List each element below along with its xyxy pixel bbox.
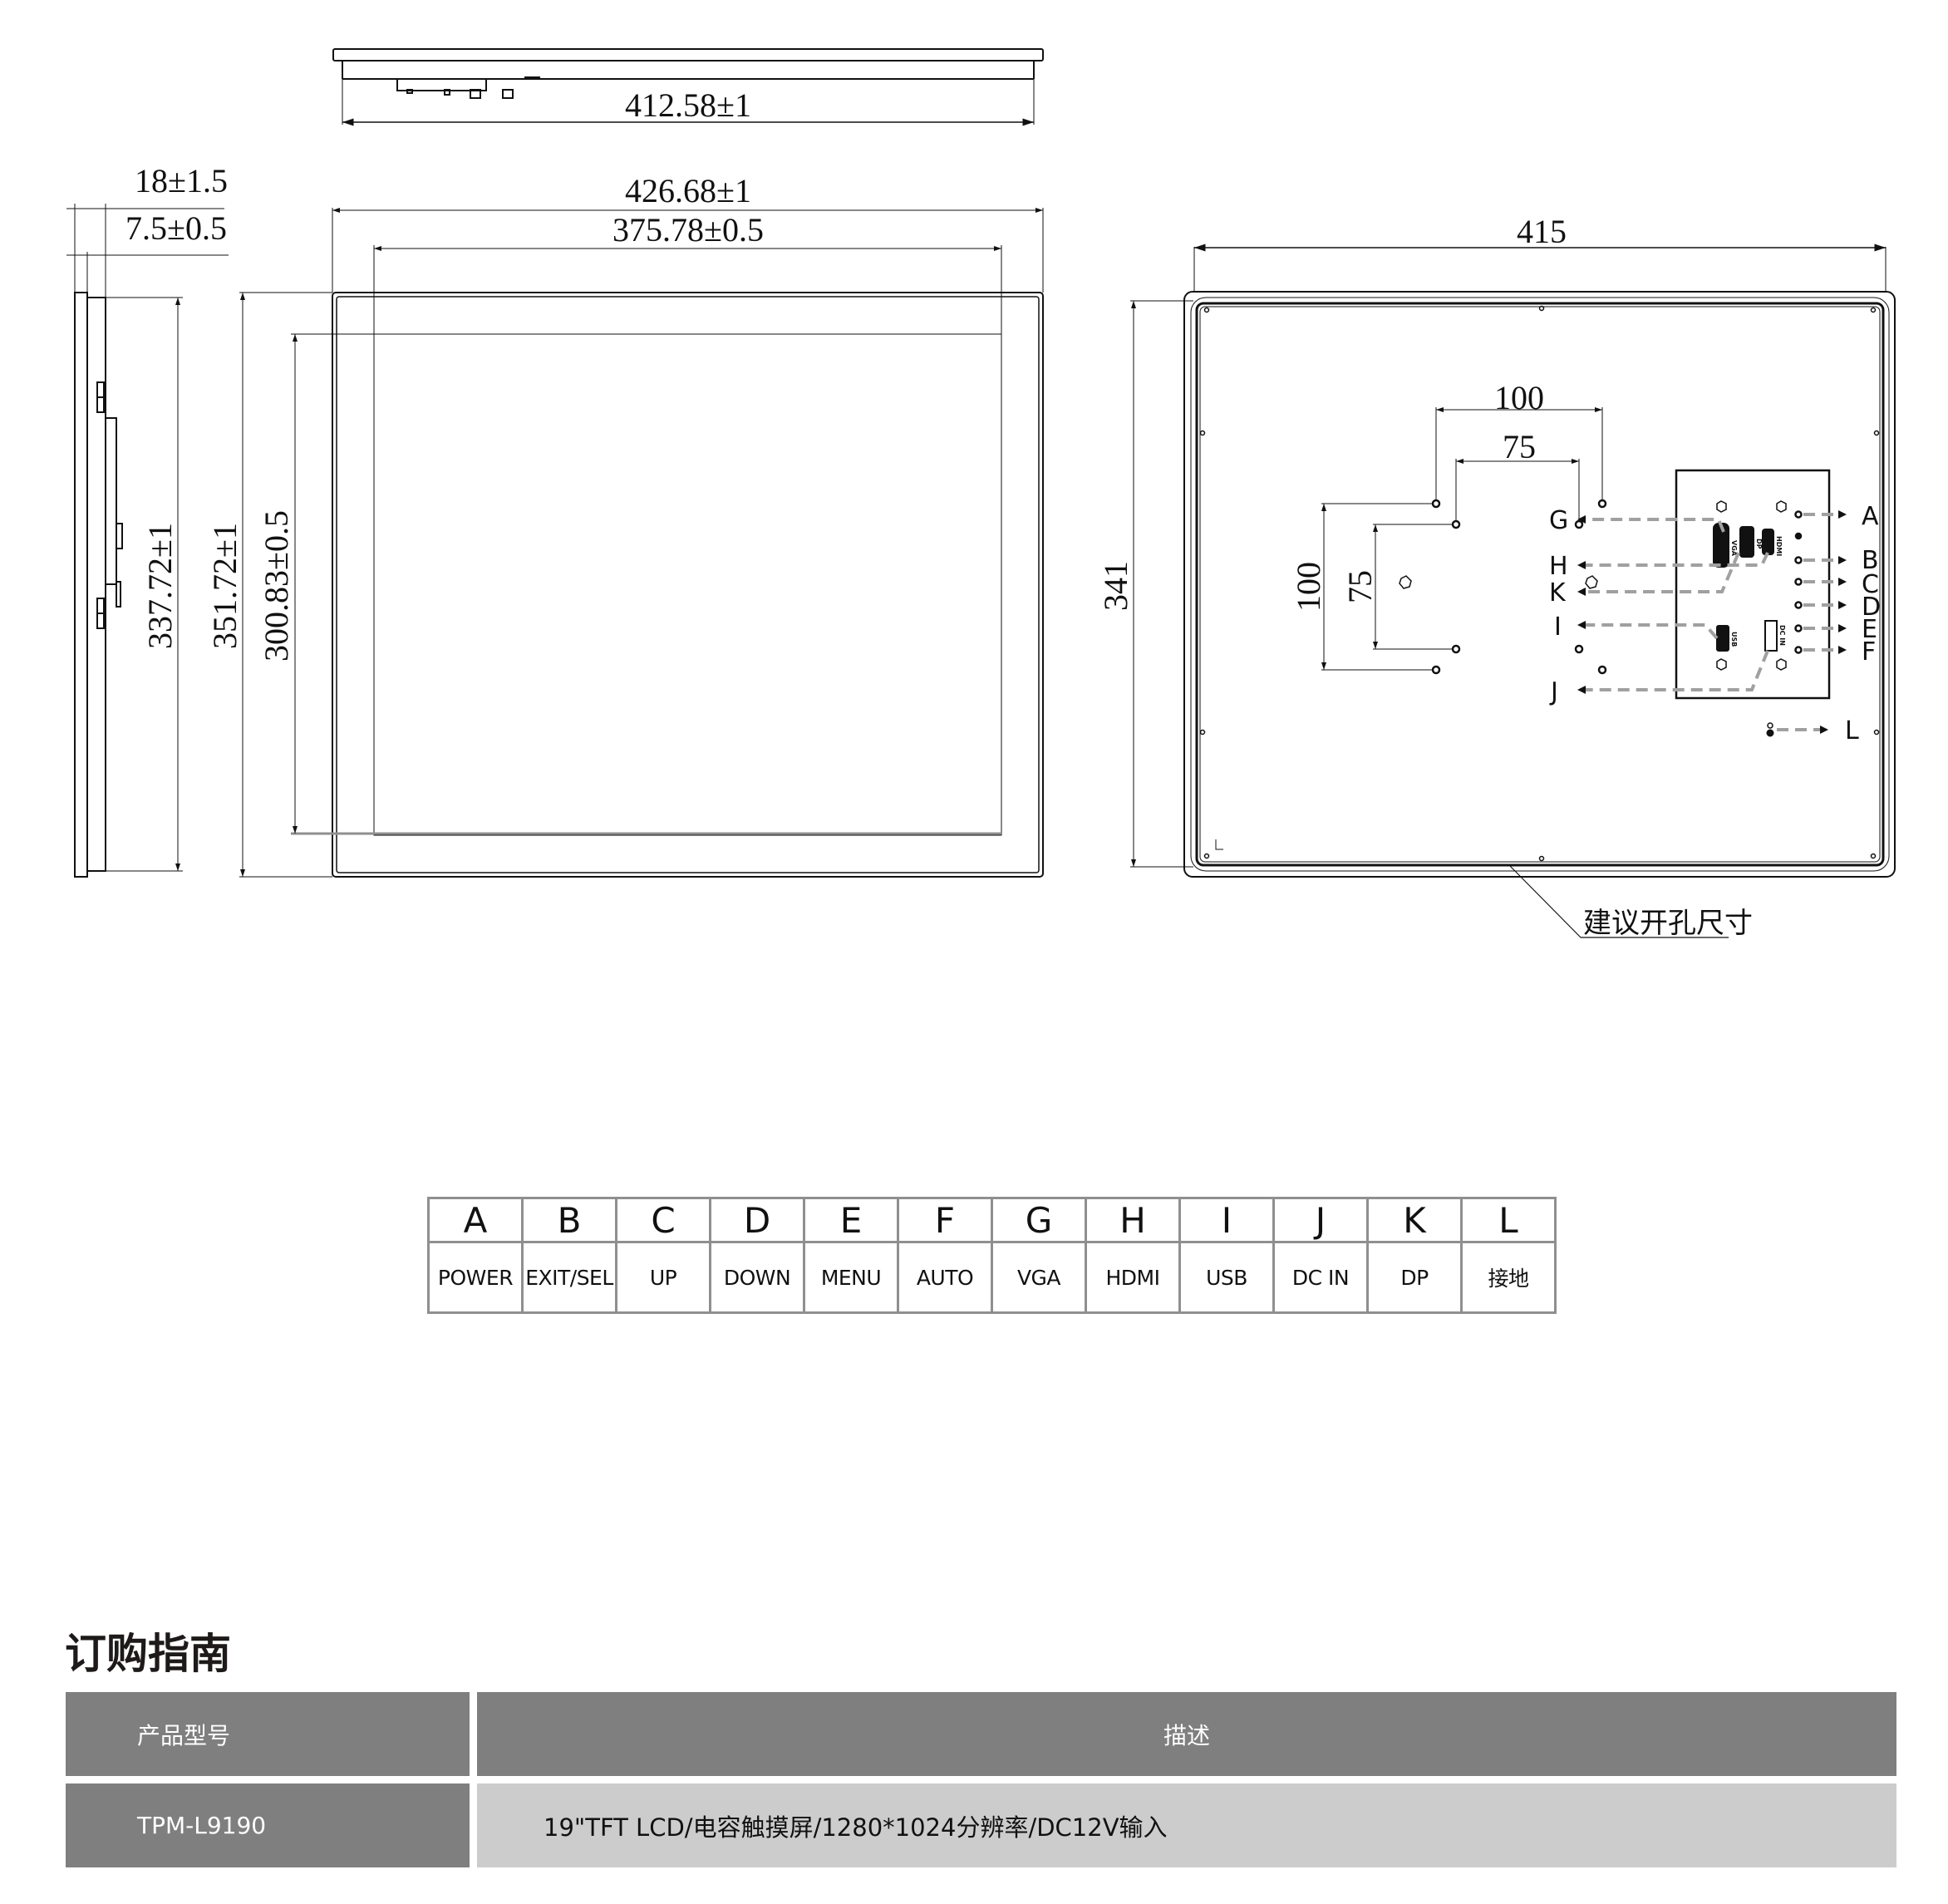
legend-name-row: POWER EXIT/SEL UP DOWN MENU AUTO VGA HDM…	[427, 1241, 1557, 1314]
vesa-h-outer-label: 100	[1494, 379, 1544, 416]
top-width-label: 412.58±1	[625, 86, 751, 124]
legend-name: USB	[1178, 1241, 1275, 1314]
callout-D: D	[1862, 593, 1881, 622]
vesa-h-inner-label: 75	[1503, 428, 1536, 465]
legend-key: J	[1272, 1197, 1369, 1243]
legend-key: I	[1178, 1197, 1275, 1243]
legend-key: E	[803, 1197, 899, 1243]
technical-drawing: 412.58±1 18±1.5 7.5±0.5 337.72±1	[66, 48, 1896, 940]
legend-name: 接地	[1460, 1241, 1557, 1314]
legend-key: H	[1085, 1197, 1181, 1243]
legend-key-row: A B C D E F G H I J K L	[427, 1197, 1557, 1243]
dp-marking: DP	[1755, 539, 1763, 549]
cutout-note-leader	[1509, 865, 1729, 938]
callout-K: K	[1549, 578, 1567, 608]
side-depth-label: 18±1.5	[135, 162, 228, 199]
legend-name: AUTO	[897, 1241, 993, 1314]
legend-name: DP	[1366, 1241, 1463, 1314]
legend-name: UP	[615, 1241, 711, 1314]
model-cell: TPM-L9190	[66, 1783, 470, 1867]
legend-name: HDMI	[1085, 1241, 1181, 1314]
top-view	[332, 48, 1044, 126]
side-bezel-label: 7.5±0.5	[125, 209, 227, 247]
legend-name: POWER	[427, 1241, 524, 1314]
legend-key: F	[897, 1197, 993, 1243]
model-header: 产品型号	[66, 1692, 470, 1776]
legend-key: B	[521, 1197, 617, 1243]
front-overall-width-label: 426.68±1	[625, 172, 751, 209]
callout-L: L	[1845, 716, 1859, 745]
callout-B: B	[1862, 546, 1879, 575]
cutout-width-label: 415	[1517, 213, 1567, 250]
front-display-width-label: 375.78±0.5	[612, 211, 764, 248]
legend-key: G	[991, 1197, 1087, 1243]
callout-F: F	[1862, 637, 1876, 667]
vesa-v-inner-label: 75	[1341, 570, 1379, 603]
legend-name: VGA	[991, 1241, 1087, 1314]
callout-E: E	[1862, 615, 1877, 644]
callout-leaders	[1586, 513, 1838, 731]
description-cell: 19"TFT LCD/电容触摸屏/1280*1024分辨率/DC12V输入	[477, 1783, 1896, 1867]
front-view	[239, 208, 1044, 878]
legend-name: MENU	[803, 1241, 899, 1314]
side-view	[66, 204, 229, 878]
side-body-height-label: 337.72±1	[141, 523, 179, 649]
description-header: 描述	[477, 1692, 1896, 1776]
legend-key: K	[1366, 1197, 1463, 1243]
callout-I: I	[1554, 613, 1562, 642]
cutout-height-label: 341	[1097, 561, 1134, 611]
order-guide-table: 产品型号 描述 TPM-L9190 19"TFT LCD/电容触摸屏/1280*…	[66, 1692, 1896, 1875]
callout-C: C	[1862, 570, 1879, 599]
legend-name: DC IN	[1272, 1241, 1369, 1314]
callout-G: G	[1549, 506, 1568, 535]
table-row: TPM-L9190 19"TFT LCD/电容触摸屏/1280*1024分辨率/…	[66, 1783, 1896, 1867]
legend-key: A	[427, 1197, 524, 1243]
order-header-row: 产品型号 描述	[66, 1692, 1896, 1776]
vesa-v-outer-label: 100	[1290, 562, 1327, 612]
hdmi-marking: HDMI	[1775, 536, 1783, 556]
usb-marking: USB	[1730, 632, 1738, 647]
dcin-marking: DC IN	[1778, 625, 1786, 646]
legend-name: EXIT/SEL	[521, 1241, 617, 1314]
legend-name: DOWN	[709, 1241, 805, 1314]
callout-A: A	[1862, 502, 1879, 531]
legend-key: L	[1460, 1197, 1557, 1243]
callout-J: J	[1549, 677, 1558, 706]
legend-key: D	[709, 1197, 805, 1243]
callout-arrowheads	[1577, 510, 1847, 734]
port-legend-table: A B C D E F G H I J K L POWER EXIT/SEL U…	[427, 1197, 1557, 1314]
rear-view	[1130, 244, 1896, 878]
vga-marking: VGA	[1730, 540, 1738, 557]
callout-H: H	[1549, 552, 1568, 581]
front-display-height-label: 300.83±0.5	[258, 510, 295, 662]
order-guide-title: 订购指南	[65, 1630, 231, 1678]
cutout-note: 建议开孔尺寸	[1583, 907, 1753, 940]
legend-key: C	[615, 1197, 711, 1243]
front-overall-height-label: 351.72±1	[206, 523, 244, 649]
